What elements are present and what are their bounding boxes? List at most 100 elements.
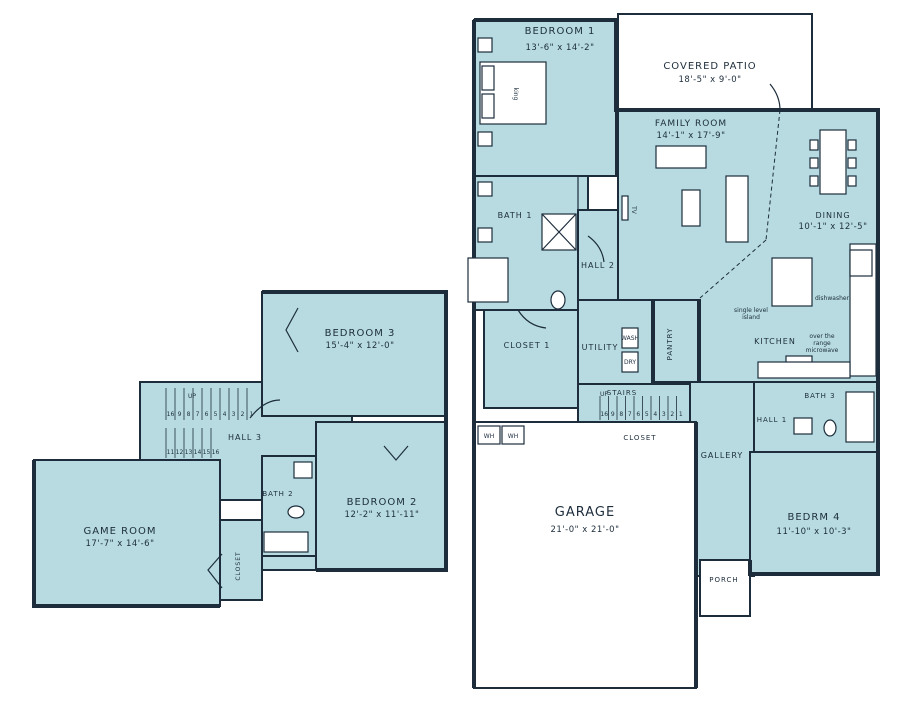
kitchen-island — [771, 257, 813, 307]
family-room-label: FAMILY ROOM — [655, 119, 727, 129]
kitchen-label: KITCHEN — [754, 337, 796, 346]
sink — [793, 417, 813, 435]
nightstand — [477, 37, 493, 53]
upper-stair-number: 13 — [185, 449, 193, 456]
upper-stair-number: 14 — [194, 449, 202, 456]
tub — [263, 531, 309, 553]
main-stair-number: 16 — [600, 411, 608, 418]
closet-1-floor — [483, 309, 579, 409]
main-floor — [467, 13, 880, 689]
upper-stair-number: 3 — [232, 411, 236, 418]
dash-line — [699, 239, 767, 299]
hall-3-label: HALL 3 — [228, 433, 262, 442]
dryer — [621, 351, 639, 373]
door-swing — [769, 83, 781, 111]
bedroom-4-floor — [749, 451, 879, 575]
dishwasher-note: dishwasher — [815, 295, 850, 302]
dining-chair — [809, 175, 819, 187]
bedroom-4-dims: 11'-10" x 10'-3" — [777, 527, 852, 537]
porch-floor — [699, 559, 751, 617]
covered-patio-dims: 18'-5" x 9'-0" — [678, 75, 741, 85]
dining-dims: 10'-1" x 12'-5" — [798, 222, 867, 232]
garage-floor — [473, 421, 697, 689]
covered-patio-label: COVERED PATIO — [663, 61, 756, 72]
fridge — [849, 249, 873, 277]
upper-stair-up-note: UP — [188, 393, 196, 400]
main-stair-number: 7 — [628, 411, 632, 418]
pantry-label: PANTRY — [666, 328, 674, 361]
dining-table — [819, 129, 847, 195]
bath-1-label: BATH 1 — [498, 211, 533, 220]
bedroom-2-label: BEDROOM 2 — [347, 497, 418, 508]
closet-1-label: CLOSET 1 — [504, 341, 551, 350]
upper-closet-label: CLOSET — [235, 551, 242, 580]
upper-stair-number: 16 — [167, 411, 175, 418]
upper-stair-number: 8 — [187, 411, 191, 418]
utility-floor — [577, 299, 653, 385]
vanity-sink — [477, 181, 493, 197]
sofa — [725, 175, 749, 243]
bedroom-2-floor — [315, 421, 447, 571]
main-stair-up-note: UP — [600, 391, 608, 398]
main-stair-number: 3 — [662, 411, 666, 418]
counter — [757, 361, 851, 379]
water-heater — [477, 425, 501, 445]
garage-dims: 21'-0" x 21'-0" — [550, 525, 619, 535]
tv-note: TV — [630, 205, 637, 215]
upper-stair-number: 2 — [241, 411, 245, 418]
door-swing — [517, 309, 547, 329]
upper-exterior-wall — [32, 290, 448, 608]
water-heater-note-2: WH — [508, 433, 518, 440]
dining-chair — [847, 175, 857, 187]
upper-stair-number: 9 — [178, 411, 182, 418]
toilet — [287, 505, 305, 519]
tv-stand — [621, 195, 629, 221]
gallery-floor — [689, 381, 755, 577]
pantry-floor — [653, 297, 699, 383]
dryer-note: DRY — [624, 359, 636, 366]
washer-note: WASH — [621, 335, 639, 342]
gallery-label: GALLERY — [701, 451, 744, 460]
main-stair-number: 9 — [611, 411, 615, 418]
bath-3-label: BATH 3 — [804, 392, 835, 400]
hall-2-floor — [577, 209, 619, 301]
microwave-note-3: microwave — [806, 347, 839, 354]
washer — [621, 327, 639, 349]
upper-stair-number: 11 — [167, 449, 175, 456]
island-note-2: island — [742, 314, 760, 321]
closet-door — [285, 307, 299, 353]
dining-chair — [809, 139, 819, 151]
hall-2-label: HALL 2 — [581, 261, 615, 270]
shower-line — [541, 213, 577, 251]
bedroom-3-label: BEDROOM 3 — [325, 328, 396, 339]
tub — [467, 257, 509, 303]
game-room-label: GAME ROOM — [83, 526, 156, 537]
sink — [293, 461, 313, 479]
bath-2-label: BATH 2 — [262, 490, 293, 498]
upper-stair-number: 1 — [250, 411, 254, 418]
main-stair-number: 8 — [619, 411, 623, 418]
bedroom-2-dims: 12'-2" x 11'-11" — [345, 510, 420, 520]
main-exterior-wall — [472, 18, 880, 688]
microwave-note-2: range — [813, 340, 831, 347]
stairs-label: STAIRS — [607, 389, 637, 397]
bedroom-3-dims: 15'-4" x 12'-0" — [325, 341, 394, 351]
dining-chair — [847, 157, 857, 169]
upper-stair-number: 15 — [203, 449, 211, 456]
microwave-note-1: over the — [809, 333, 834, 340]
main-stair-number: 1 — [679, 411, 683, 418]
upper-stair-number: 12 — [176, 449, 184, 456]
island-note-1: single level — [734, 307, 768, 314]
vanity-sink — [477, 227, 493, 243]
bed-note: king — [512, 88, 519, 101]
closet-door — [383, 445, 409, 461]
door-swing — [587, 235, 605, 263]
bedroom-3-floor — [261, 291, 447, 417]
hall-1-label: HALL 1 — [757, 416, 788, 424]
dash-line — [765, 109, 781, 241]
game-room-dims: 17'-7" x 14'-6" — [85, 539, 154, 549]
closet-door — [207, 553, 223, 589]
